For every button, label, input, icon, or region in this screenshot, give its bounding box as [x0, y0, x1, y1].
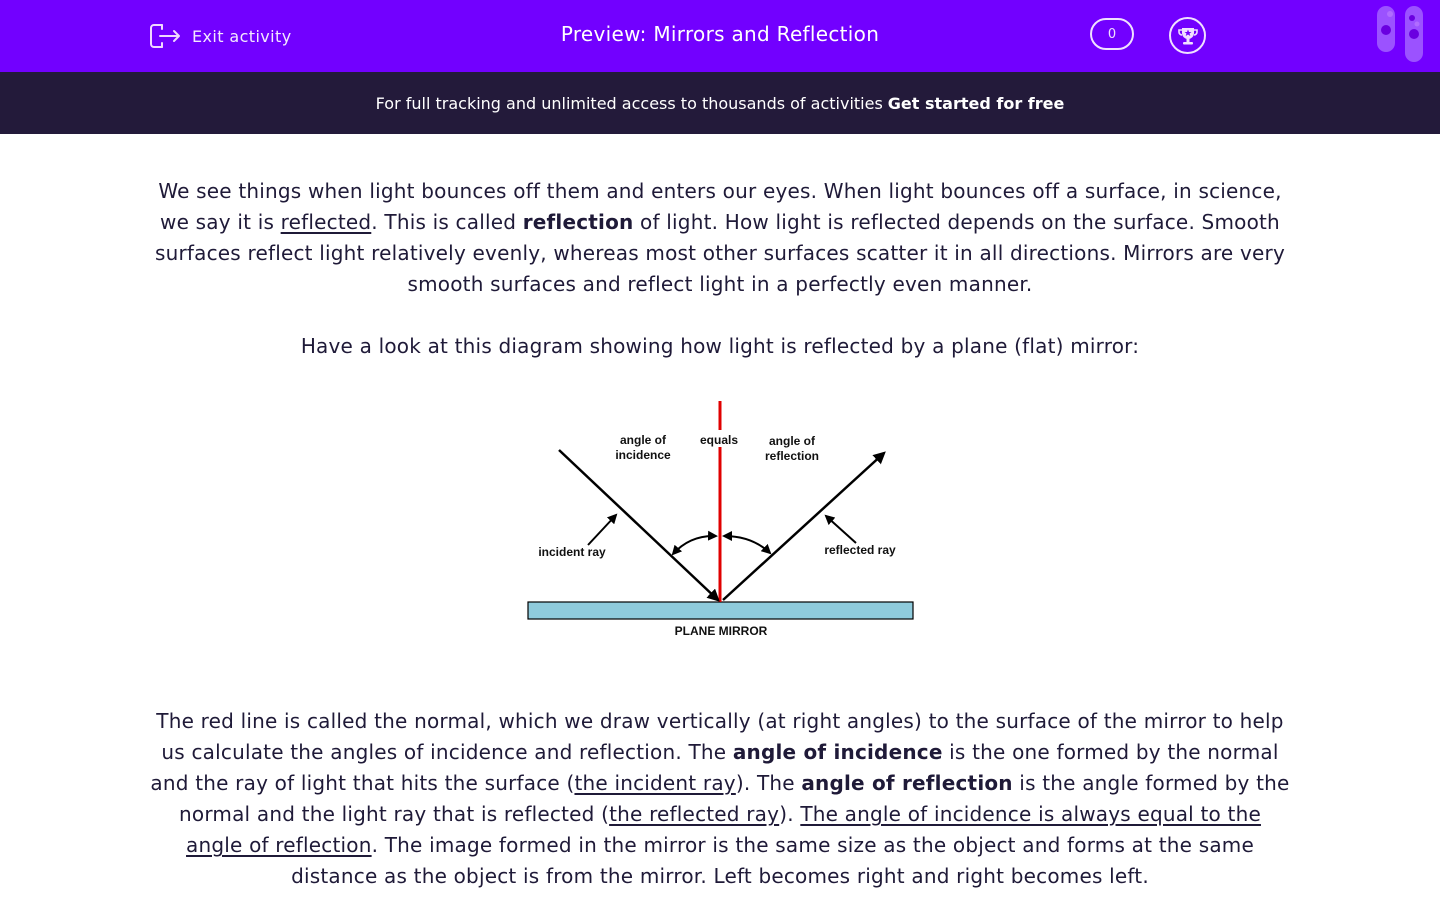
- text: is the angle formed by the normal and th…: [179, 771, 1290, 826]
- angle-of-reflection-label-1: angle of: [769, 434, 816, 448]
- underlined-term: The angle of incidence is always equal t…: [186, 802, 1261, 857]
- diagram-intro: Have a look at this diagram showing how …: [300, 334, 1140, 358]
- underlined-term: the incident ray: [574, 771, 736, 795]
- equals-label: equals: [700, 433, 738, 447]
- exit-icon: [150, 24, 180, 48]
- page-title: Preview: Mirrors and Reflection: [560, 22, 880, 46]
- angle-of-incidence-arc: [671, 530, 718, 556]
- explanation-paragraph: The red line is called the normal, which…: [150, 706, 1290, 892]
- incident-ray-line: [558, 449, 720, 602]
- intro-section: We see things when light bounces off the…: [150, 176, 1290, 362]
- intro-paragraph: We see things when light bounces off the…: [150, 176, 1290, 300]
- reflected-ray-label: reflected ray: [824, 543, 896, 557]
- promo-banner: For full tracking and unlimited access t…: [0, 72, 1440, 134]
- bold-term: angle of incidence: [732, 740, 943, 764]
- get-started-link[interactable]: Get started for free: [887, 93, 1065, 113]
- angle-of-reflection-arc: [722, 531, 772, 555]
- angle-of-incidence-label-2: incidence: [615, 448, 671, 462]
- text: of light. How light is reflected depends…: [154, 210, 1285, 296]
- underlined-term: the reflected ray: [609, 802, 780, 826]
- text: is the one formed by the normal and the …: [150, 740, 1279, 795]
- plane-mirror-label: PLANE MIRROR: [675, 624, 768, 638]
- angle-of-incidence-label-1: angle of: [620, 433, 667, 447]
- exit-activity-button[interactable]: Exit activity: [148, 20, 292, 52]
- plane-mirror: [527, 601, 914, 620]
- trophy-button[interactable]: [1169, 17, 1206, 54]
- bold-term: reflection: [522, 210, 634, 234]
- trophy-icon: [1177, 27, 1198, 44]
- underlined-term: reflected: [280, 210, 372, 234]
- incident-ray-label: incident ray: [538, 545, 606, 559]
- text: We see things when light bounces off the…: [158, 179, 1282, 234]
- promo-text: For full tracking and unlimited access t…: [375, 93, 883, 113]
- text: . This is called: [371, 210, 523, 234]
- text: ). The: [735, 771, 802, 795]
- brand-logo-icon: [1377, 6, 1423, 62]
- score-badge: 0: [1090, 18, 1134, 50]
- text: ).: [779, 802, 801, 826]
- exit-activity-label: Exit activity: [192, 26, 292, 46]
- bold-term: angle of reflection: [801, 771, 1013, 795]
- reflection-diagram: angle of incidence equals angle of refle…: [527, 401, 914, 638]
- text: . The image formed in the mirror is the …: [291, 833, 1254, 888]
- top-bar: Exit activity Preview: Mirrors and Refle…: [0, 0, 1440, 72]
- angle-of-reflection-label-2: reflection: [765, 449, 819, 463]
- reflected-ray-line: [722, 451, 886, 601]
- text: The red line is called the normal, which…: [156, 709, 1284, 764]
- incident-ray-pointer: [587, 513, 618, 546]
- reflected-ray-pointer: [824, 514, 857, 544]
